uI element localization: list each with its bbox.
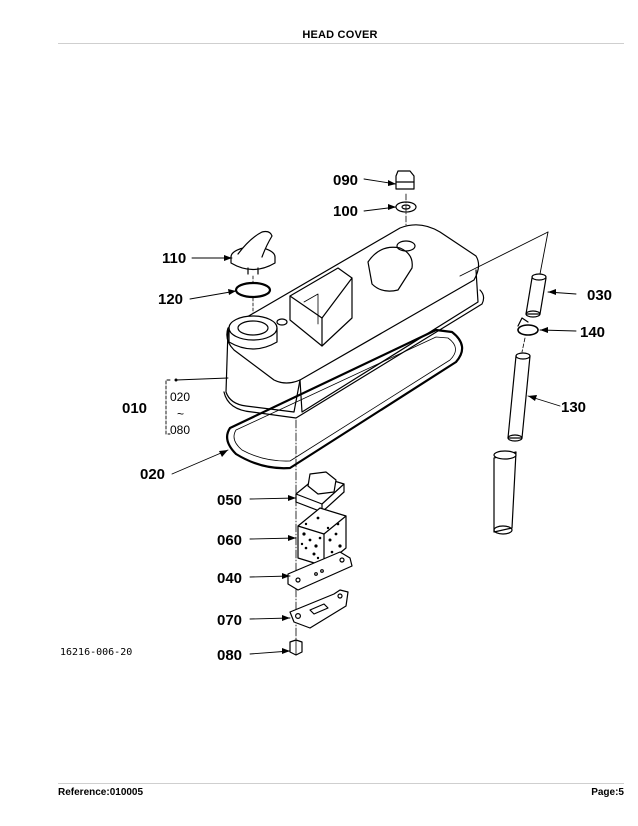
footer-page-number: Page:5 — [591, 787, 624, 798]
group-range-end: 080 — [170, 423, 190, 437]
callout-080: 080 — [217, 647, 242, 664]
cap-nut-part — [395, 170, 415, 190]
callout-130: 130 — [561, 399, 586, 416]
callout-010: 010 — [122, 400, 147, 417]
o-ring-part — [234, 281, 272, 299]
footer-divider — [58, 783, 624, 784]
callout-090: 090 — [333, 172, 358, 189]
footer-reference: Reference:010005 — [58, 787, 144, 798]
head-cover-part — [223, 224, 485, 419]
callout-030: 030 — [587, 287, 612, 304]
separator-plate-part — [287, 551, 353, 591]
callout-100: 100 — [333, 203, 358, 220]
callout-110: 110 — [162, 250, 186, 267]
filter-element-part — [297, 507, 347, 567]
callout-050: 050 — [217, 492, 242, 509]
header-divider — [58, 43, 624, 44]
page-title: HEAD COVER — [302, 29, 378, 41]
drawing-number: 16216-006-20 — [60, 647, 132, 658]
gasket-part — [225, 328, 464, 470]
group-range-start: 020 — [170, 390, 190, 404]
separator-cover-part — [295, 471, 345, 513]
group-range-tilde: ~ — [177, 407, 184, 421]
bracket-plate-part — [289, 589, 349, 629]
pipe-030-part — [525, 273, 547, 318]
hose-130-part — [507, 352, 531, 442]
clamp-140-part — [517, 317, 539, 336]
callout-020: 020 — [140, 466, 165, 483]
lower-hose-part — [493, 450, 517, 535]
arrowheads — [174, 180, 556, 654]
filler-cap-part — [230, 230, 276, 275]
callout-140: 140 — [580, 324, 605, 341]
callout-040: 040 — [217, 570, 242, 587]
bolt-part — [289, 639, 303, 656]
callout-070: 070 — [217, 612, 242, 629]
callout-120: 120 — [158, 291, 183, 308]
callout-060: 060 — [217, 532, 242, 549]
